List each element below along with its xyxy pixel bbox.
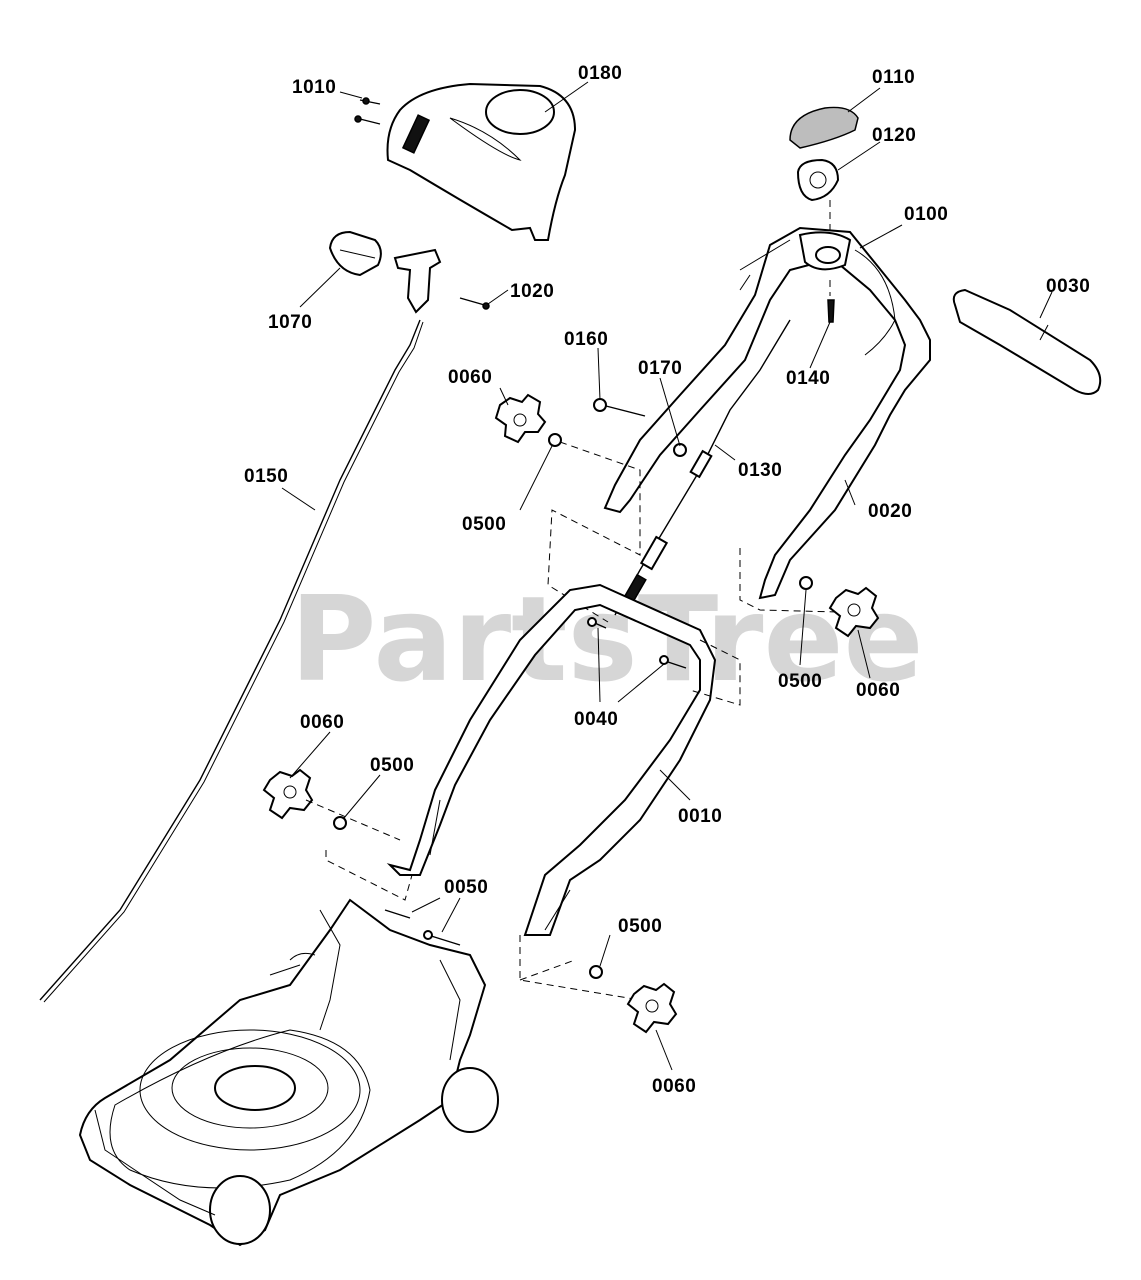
- label-0180: 0180: [578, 63, 622, 84]
- knob-0060-b: [828, 586, 880, 638]
- label-0140: 0140: [786, 368, 830, 389]
- knob-0060-d: [626, 982, 678, 1034]
- label-0030: 0030: [1046, 276, 1090, 297]
- label-0060-b: 0060: [856, 680, 900, 701]
- label-0500-a: 0500: [462, 514, 506, 535]
- label-0100: 0100: [904, 204, 948, 225]
- leader-lines: [281, 81, 1053, 1071]
- label-0060-a: 0060: [448, 367, 492, 388]
- label-0160: 0160: [564, 329, 608, 350]
- label-0050: 0050: [444, 877, 488, 898]
- screw-0140: [827, 299, 835, 323]
- label-0500-c: 0500: [370, 755, 414, 776]
- nut-0170: [673, 443, 687, 457]
- washer-0500-c: [333, 816, 347, 830]
- label-0060-d: 0060: [652, 1076, 696, 1097]
- lower-handle: [386, 583, 717, 936]
- handle-pivot-link: [854, 249, 896, 356]
- throttle-knob: [328, 230, 382, 277]
- knob-0060-a: [494, 393, 547, 444]
- bolt-0160: [593, 398, 646, 417]
- label-0020: 0020: [868, 501, 912, 522]
- label-0170: 0170: [638, 358, 682, 379]
- label-0040: 0040: [574, 709, 618, 730]
- label-0060-c: 0060: [300, 712, 344, 733]
- part-labels: 1010 0180 0110 0120 0100 0030 1020 1070 …: [244, 63, 1090, 1097]
- bolts-0040: [587, 617, 687, 669]
- label-1070: 1070: [268, 312, 312, 333]
- label-1020: 1020: [510, 281, 554, 302]
- knob-0060-c: [262, 768, 314, 820]
- label-1010: 1010: [292, 77, 336, 98]
- label-0130: 0130: [738, 460, 782, 481]
- label-0120: 0120: [872, 125, 916, 146]
- cap-bracket: [796, 158, 840, 202]
- throttle-bracket: [393, 248, 490, 314]
- handle-cap: [789, 106, 859, 149]
- label-0150: 0150: [244, 466, 288, 487]
- bolts-0050: [384, 909, 461, 946]
- mower-deck: [78, 898, 499, 1247]
- screw-1010: [354, 97, 381, 125]
- label-0110: 0110: [872, 67, 915, 88]
- handle-grip: [952, 288, 1102, 395]
- label-0500-b: 0500: [778, 671, 822, 692]
- washer-0500-b: [799, 576, 813, 590]
- label-0010: 0010: [678, 806, 722, 827]
- label-0500-d: 0500: [618, 916, 662, 937]
- washer-0500-d: [589, 965, 603, 979]
- washer-0500-a: [548, 433, 562, 447]
- throttle-cable: [39, 319, 424, 1003]
- control-panel-cover: [386, 82, 577, 241]
